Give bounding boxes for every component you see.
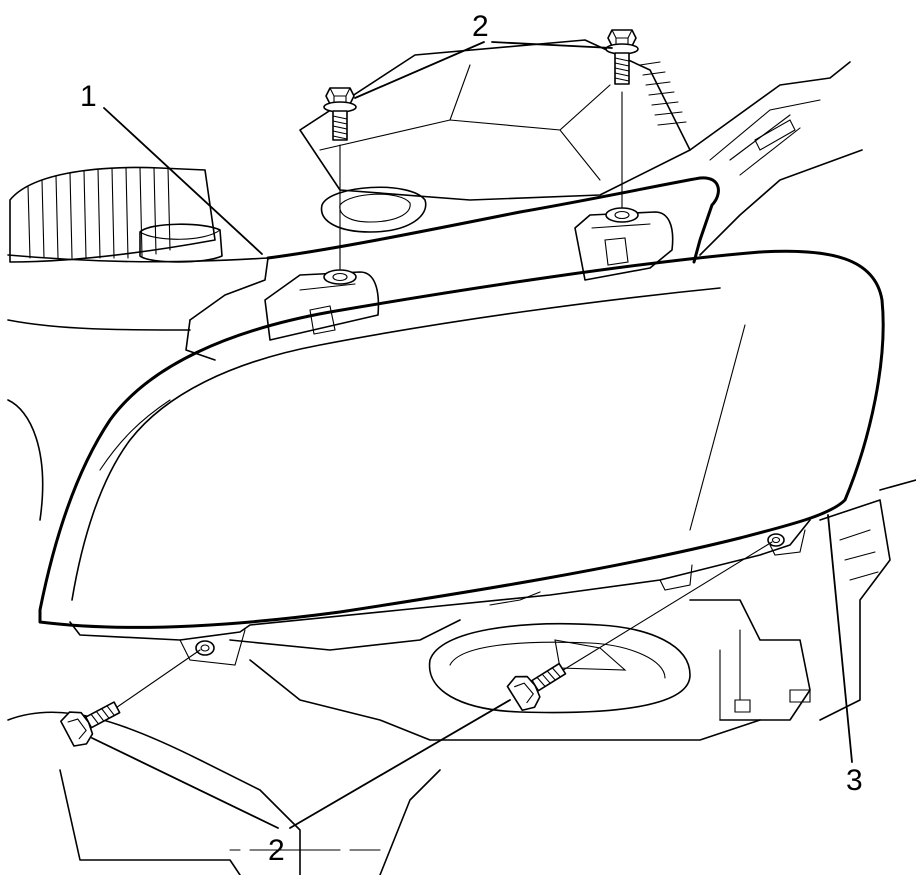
- callout-leaders: [91, 41, 853, 829]
- bolt-paths: [109, 91, 773, 713]
- bolt-icon: [323, 87, 357, 141]
- callout-label-2-bottom: 2: [268, 834, 285, 867]
- headlamp-assembly: [38, 176, 885, 666]
- callout-label-3: 3: [846, 764, 863, 797]
- callout-label-1: 1: [80, 80, 97, 113]
- bolt-icon: [605, 29, 639, 85]
- bolt-icon: [506, 662, 567, 712]
- engine-bay-background: [7, 39, 916, 875]
- callout-label-2-top: 2: [472, 10, 489, 43]
- bolt-icon: [60, 701, 121, 747]
